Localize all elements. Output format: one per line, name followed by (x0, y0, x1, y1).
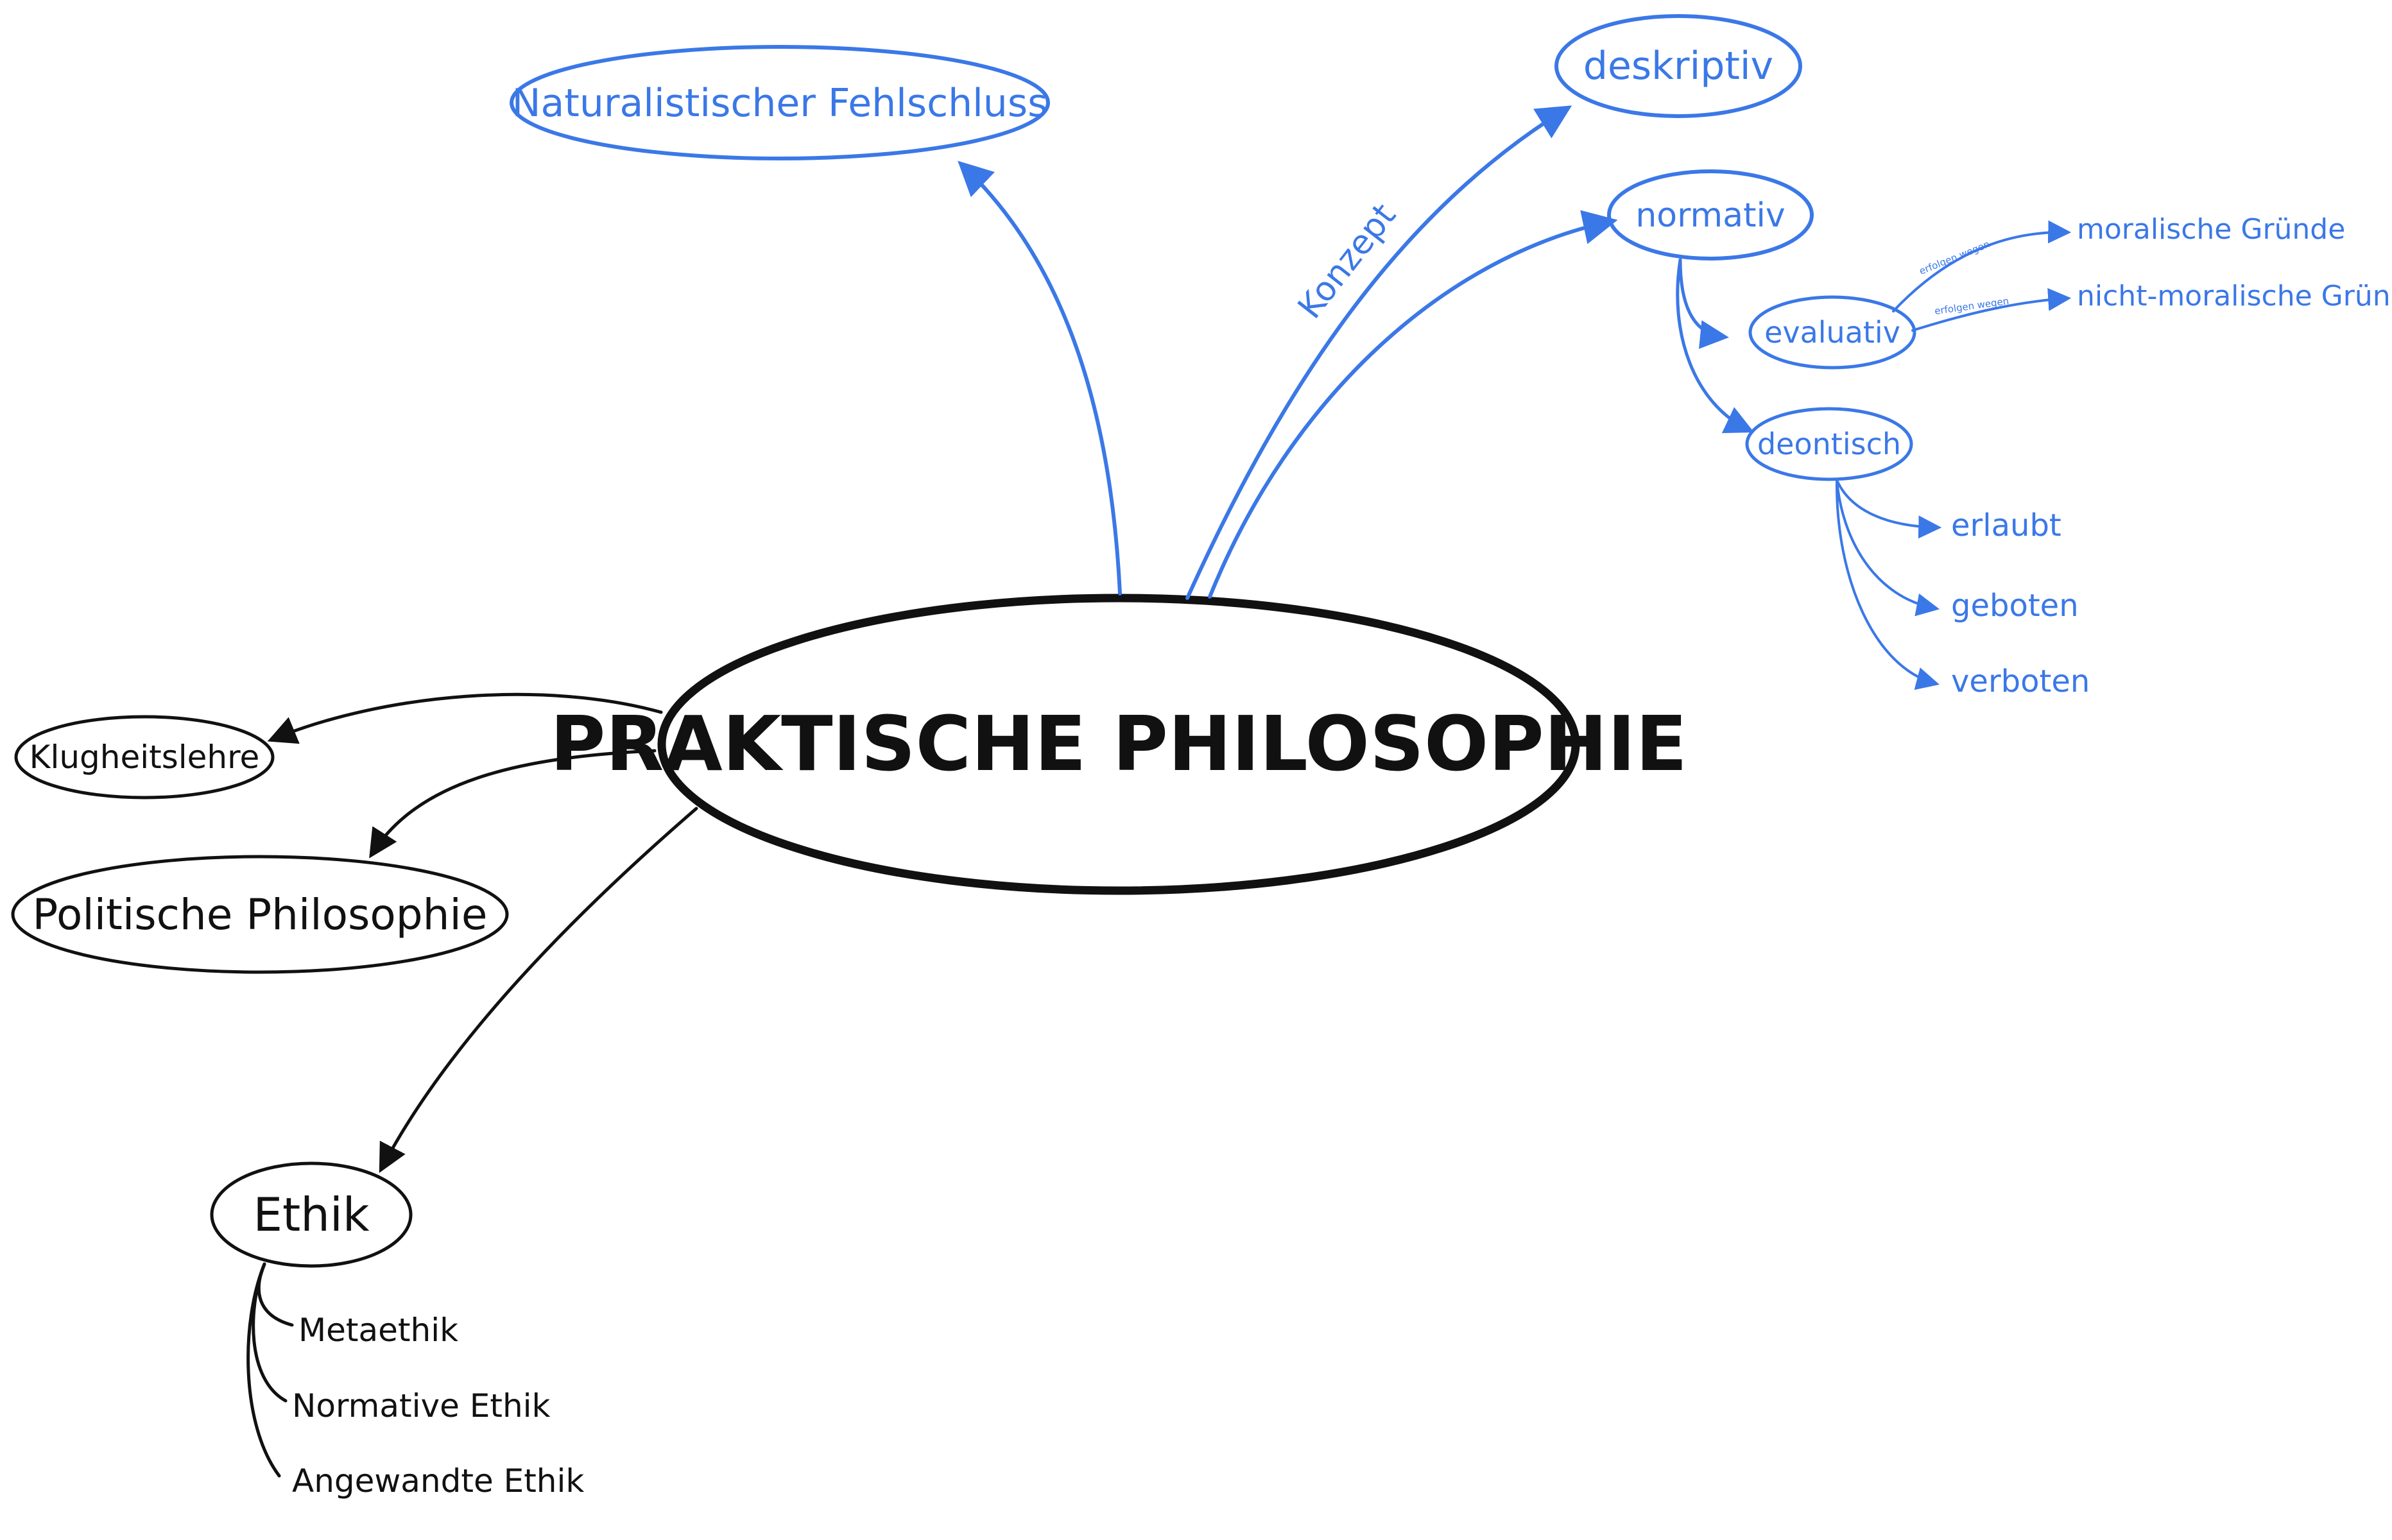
deontisch-target-verboten: verboten (1951, 663, 2090, 699)
edge-evaluativ-moralische (1892, 220, 2072, 312)
central-node-label: PRAKTISCHE PHILOSOPHIE (550, 699, 1687, 788)
node-evaluativ-label: evaluativ (1764, 315, 1900, 350)
ethik-child-angewandte-ethik: Angewandte Ethik (292, 1462, 584, 1500)
node-normativ-label: normativ (1635, 196, 1785, 235)
node-deontisch-label: deontisch (1757, 427, 1901, 461)
edge-center-naturalistisch (958, 160, 1122, 595)
evaluativ-target-nicht-moralische-gruende: nicht-moralische Gründe (2077, 280, 2392, 312)
edge-center-politisch (369, 749, 657, 859)
node-ethik-ellipse (210, 1161, 413, 1268)
node-politische-philosophie-label: Politische Philosophie (33, 890, 488, 939)
deontisch-target-geboten: geboten (1951, 588, 2079, 624)
node-naturalistischer-fehlschluss-ellipse (510, 45, 1050, 160)
edge-deontisch-verboten (1835, 479, 1940, 690)
node-politische-philosophie-ellipse (11, 855, 509, 974)
edge-deontisch-erlaubt (1836, 479, 1942, 539)
node-normativ-ellipse (1607, 169, 1814, 261)
node-naturalistischer-fehlschluss-label: Naturalistischer Fehlschluss (512, 81, 1048, 126)
node-naturalistischer-fehlschluss[interactable]: Naturalistischer Fehlschluss (510, 45, 1050, 160)
edge-deontisch-geboten (1836, 479, 1940, 617)
edge-ethik-metaethik (257, 1262, 294, 1327)
node-deskriptiv-label: deskriptiv (1583, 44, 1773, 89)
evaluativ-target-moralische-gruende: moralische Gründe (2077, 213, 2345, 246)
edge-label-konzept: Konzept (1291, 196, 1404, 326)
edge-center-ethik (379, 807, 698, 1173)
edge-center-deskriptiv (1185, 105, 1572, 600)
ethik-child-metaethik: Metaethik (298, 1312, 458, 1349)
ethik-child-normative-ethik: Normative Ethik (292, 1387, 551, 1425)
node-klugheitslehre-label: Klugheitslehre (30, 739, 260, 776)
node-politische-philosophie[interactable]: Politische Philosophie (11, 855, 509, 974)
node-deontisch-ellipse (1745, 407, 1913, 481)
node-evaluativ[interactable]: evaluativ (1748, 295, 1916, 370)
node-klugheitslehre[interactable]: Klugheitslehre (14, 715, 275, 800)
edge-evaluativ-nicht-moralische (1911, 287, 2072, 332)
edge-normativ-evaluativ (1678, 258, 1729, 349)
node-klugheitslehre-ellipse (14, 715, 275, 800)
edge-normativ-deontisch (1676, 258, 1755, 433)
node-deskriptiv-ellipse (1554, 14, 1802, 118)
edge-ethik-angewandte (246, 1262, 281, 1478)
edge-label-erfolgen-wegen-1: erfolgen wegen (1918, 238, 1992, 277)
central-node-ellipse (657, 594, 1580, 895)
deontisch-target-erlaubt: erlaubt (1951, 508, 2061, 543)
node-ethik[interactable]: Ethik (210, 1161, 413, 1268)
node-evaluativ-ellipse (1748, 295, 1916, 370)
edge-center-normativ (1208, 210, 1618, 599)
node-deskriptiv[interactable]: deskriptiv (1554, 14, 1802, 118)
node-normativ[interactable]: normativ (1607, 169, 1814, 261)
edge-center-klugheit (267, 692, 663, 744)
node-deontisch[interactable]: deontisch (1745, 407, 1913, 481)
node-ethik-label: Ethik (253, 1188, 369, 1242)
central-node[interactable]: PRAKTISCHE PHILOSOPHIE (550, 594, 1687, 895)
